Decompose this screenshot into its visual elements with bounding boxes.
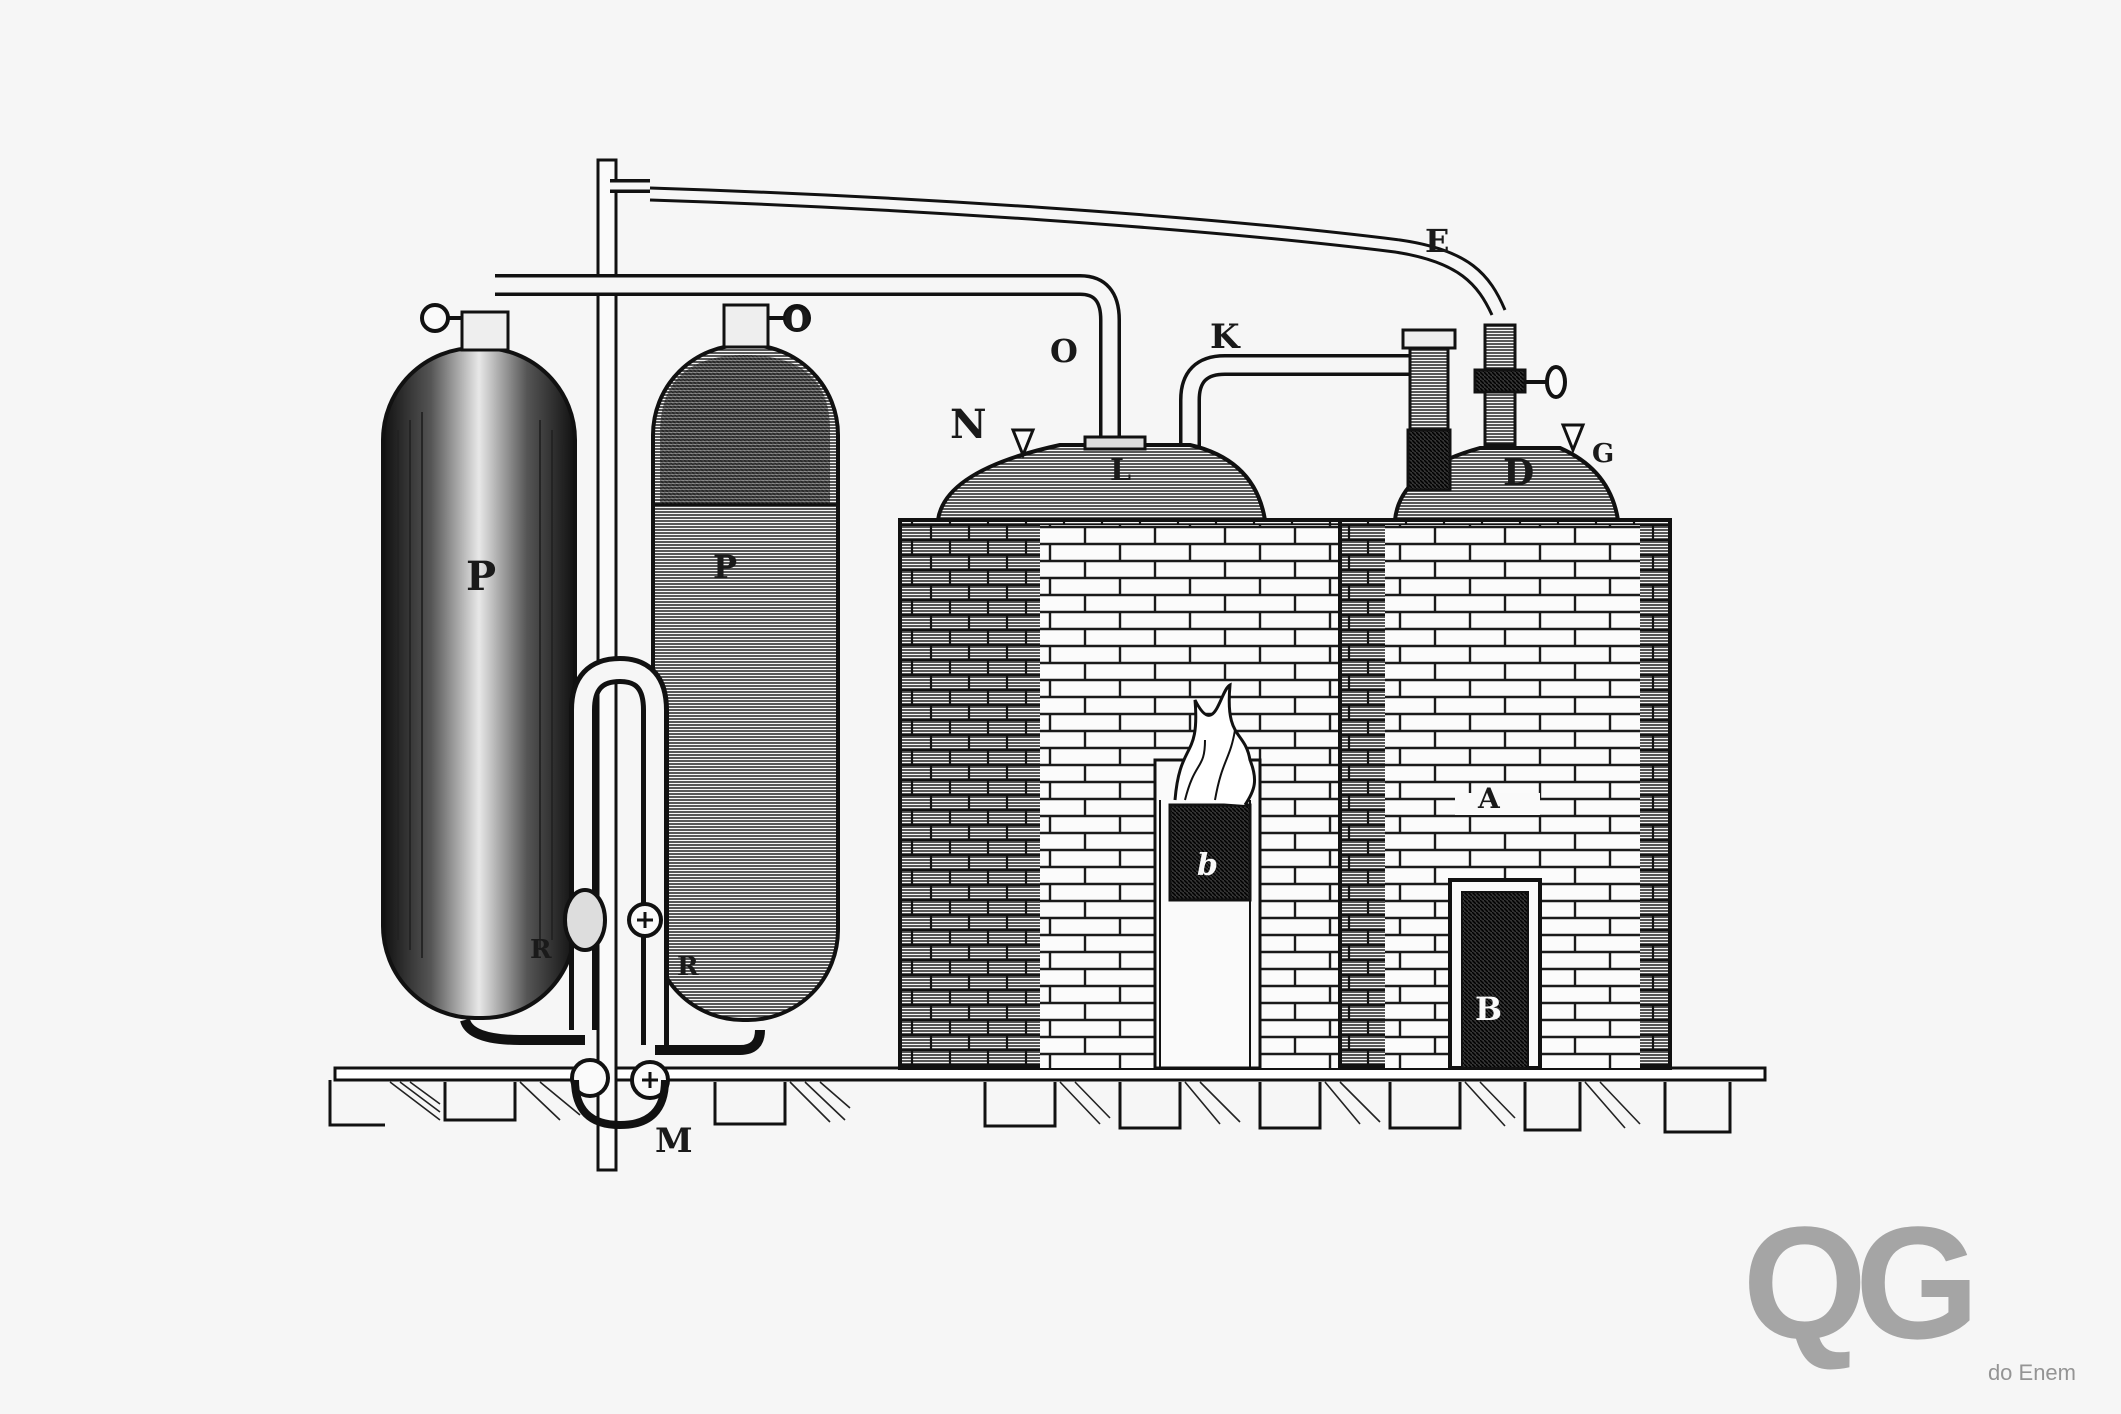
furnace-right: [1338, 323, 1672, 1070]
label-O-pipe: O: [1050, 332, 1078, 370]
label-K: K: [1210, 317, 1241, 357]
watermark-logo-text: QG: [1743, 1193, 1970, 1372]
label-b: b: [1197, 848, 1218, 883]
label-D: D: [1503, 452, 1534, 494]
label-R-right: R: [677, 952, 699, 982]
label-B: B: [1475, 990, 1502, 1028]
label-L: L: [1110, 453, 1131, 488]
label-G: G: [1592, 439, 1614, 469]
diagram-labels: P P R R M O O O O E K N L D G A B b: [466, 222, 1614, 1161]
label-M: M: [655, 1121, 693, 1161]
watermark-caption: do Enem: [1988, 1360, 2076, 1385]
label-E: E: [1425, 222, 1449, 260]
gas-cylinder-right: [651, 303, 840, 1022]
label-A: A: [1477, 782, 1501, 815]
label-O-right-cylinder: O: [784, 303, 810, 338]
ground-platform: [328, 1066, 1767, 1134]
furnace-left: [898, 428, 1342, 1070]
label-N: N: [950, 401, 987, 448]
gas-cylinder-left: [381, 303, 577, 1020]
label-P-right: P: [713, 548, 737, 586]
u-tube-manometer: [460, 655, 765, 1130]
label-R-left: R: [530, 935, 552, 965]
label-P-left: P: [466, 553, 496, 600]
watermark-logo: QG do Enem: [1743, 1193, 2076, 1385]
